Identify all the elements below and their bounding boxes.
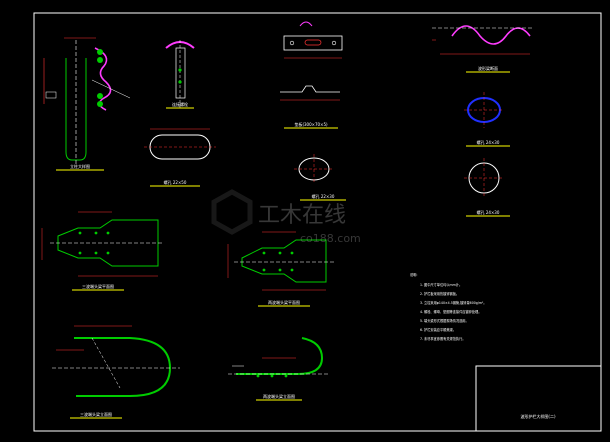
note-line: 3. 立柱采用φ140×4.5钢管,镀锌量600g/m²。 xyxy=(420,300,486,305)
hole-round-view: 螺孔 24×30 xyxy=(464,158,510,217)
curve-1-caption: 三波端头梁立面图 xyxy=(80,411,112,417)
column-section-caption: 立柱大样图 xyxy=(70,163,90,169)
end-piece-1-caption: 三波端头梁平面图 xyxy=(82,283,114,289)
note-line: 2. 护栏板采用热镀锌钢板。 xyxy=(420,291,459,296)
slot-oval-1-caption: 螺孔 22×50 xyxy=(164,179,187,185)
curve-2-caption: 两波端头梁立面图 xyxy=(263,393,295,399)
end-piece-2-caption: 两波端头梁平面图 xyxy=(268,299,300,305)
drawing-frame xyxy=(33,12,602,432)
hole-round-caption: 螺孔 24×30 xyxy=(477,209,500,215)
watermark: 工木在线 co188.com xyxy=(211,189,361,245)
notes-title: 说明: xyxy=(410,272,417,277)
bolt-caption: 连接螺栓 xyxy=(172,101,188,107)
beam-wave-caption: 波形梁断面 xyxy=(478,65,498,71)
title-block-text: 波形护栏大样图(二) xyxy=(520,413,556,419)
watermark-url: co188.com xyxy=(300,232,361,245)
plate-view: 垫板(300×70×5) xyxy=(280,21,343,129)
curve-2-view: 两波端头梁立面图 xyxy=(228,337,330,401)
hole-blue-caption: 螺孔 24×30 xyxy=(477,139,500,145)
end-piece-1-view: 三波端头梁平面图 xyxy=(41,211,164,291)
slot-oval-2-caption: 螺孔 22×30 xyxy=(312,193,335,199)
note-line: 1. 图中尺寸单位均以mm计。 xyxy=(420,282,462,287)
curve-1-view: 三波端头梁立面图 xyxy=(52,325,180,419)
note-line: 5. 端头梁形式根据现场情况选用。 xyxy=(420,318,469,323)
beam-wave-view: 波形梁断面 xyxy=(432,25,534,73)
end-piece-2-view: 两波端头梁平面图 xyxy=(227,231,334,307)
title-block: 波形护栏大样图(二) xyxy=(475,365,602,432)
note-line: 4. 螺栓、螺母、垫圈等连接件应镀锌处理。 xyxy=(420,309,481,314)
slot-oval-1-view: 螺孔 22×50 xyxy=(144,128,216,187)
hole-blue-view: 螺孔 24×30 xyxy=(464,92,510,147)
notes-block: 说明: 1. 图中尺寸单位均以mm计。 2. 护栏板采用热镀锌钢板。 3. 立柱… xyxy=(410,272,486,341)
bolt-view: 连接螺栓 xyxy=(165,40,195,110)
slot-oval-2-view: 螺孔 22×30 xyxy=(294,154,346,201)
note-line: 6. 护栏安装应平顺美观。 xyxy=(420,327,456,332)
watermark-text: 工木在线 xyxy=(258,203,346,228)
watermark-logo-icon xyxy=(211,189,253,235)
column-section-view: 立柱大样图 xyxy=(43,37,131,171)
note-line: 7. 未尽事宜参照有关规范执行。 xyxy=(420,336,466,341)
plate-caption: 垫板(300×70×5) xyxy=(294,121,328,127)
